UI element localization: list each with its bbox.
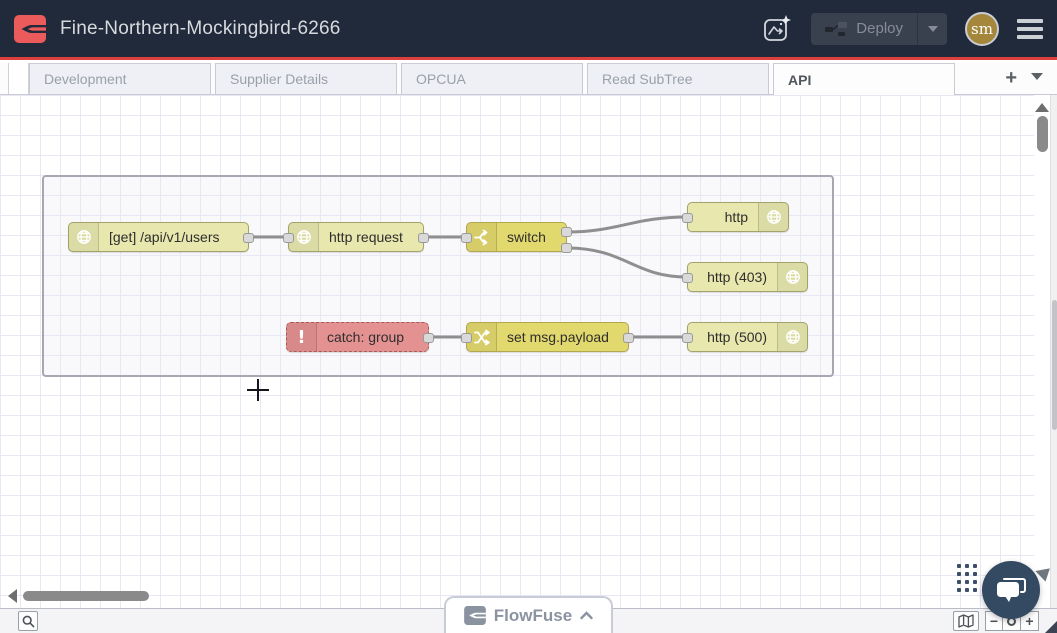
globe-icon xyxy=(289,223,319,251)
canvas-horizontal-scrollbar[interactable] xyxy=(8,589,1028,603)
input-port[interactable] xyxy=(283,233,294,243)
flowfuse-gray-logo-icon xyxy=(463,606,486,625)
tab-api[interactable]: API xyxy=(773,63,955,95)
node-label: http (500) xyxy=(707,329,767,345)
scroll-up-icon[interactable] xyxy=(1035,103,1049,112)
chevron-up-icon xyxy=(580,611,593,620)
node-http-request[interactable]: http request xyxy=(283,222,429,252)
globe-icon xyxy=(69,223,99,251)
input-port[interactable] xyxy=(682,213,693,223)
flowfuse-brand-label: FlowFuse xyxy=(493,605,573,625)
main-menu-icon[interactable] xyxy=(1017,15,1043,43)
node-label: http (403) xyxy=(707,269,767,285)
node-http-response-500[interactable]: http (500) xyxy=(682,322,808,352)
input-port[interactable] xyxy=(682,333,693,343)
page-scrollbar[interactable] xyxy=(1050,95,1057,633)
tab-development[interactable]: Development xyxy=(29,63,211,94)
page-scroll-thumb[interactable] xyxy=(1052,300,1057,430)
instance-title: Fine-Northern-Mockingbird-6266 xyxy=(60,17,341,39)
node-change[interactable]: set msg.payload xyxy=(461,322,634,352)
header: Fine-Northern-Mockingbird-6266 Deploy xyxy=(0,0,1057,60)
ai-assistant-icon[interactable] xyxy=(761,13,793,45)
change-icon xyxy=(467,323,497,351)
scroll-left-icon[interactable] xyxy=(8,589,17,603)
resize-grip-icon[interactable] xyxy=(1045,621,1057,633)
node-http-in[interactable]: [get] /api/v1/users xyxy=(68,222,254,252)
output-port[interactable] xyxy=(418,233,429,243)
workspace-tab-bar: Development Supplier Details OPCUA Read … xyxy=(0,63,1057,95)
chevron-down-icon xyxy=(927,25,938,32)
chat-drag-handle[interactable] xyxy=(957,564,977,592)
globe-icon xyxy=(777,263,807,291)
node-label: set msg.payload xyxy=(507,329,609,345)
globe-icon xyxy=(777,323,807,351)
flowfuse-badge[interactable]: FlowFuse xyxy=(444,596,613,633)
node-label: http xyxy=(724,209,748,225)
flow-list-chevron-icon[interactable] xyxy=(1031,72,1043,80)
tab-opcua[interactable]: OPCUA xyxy=(401,63,583,94)
tab-supplier-details[interactable]: Supplier Details xyxy=(215,63,397,94)
add-flow-button[interactable]: + xyxy=(1005,67,1017,89)
input-port[interactable] xyxy=(682,273,693,283)
search-icon xyxy=(22,615,35,628)
input-port[interactable] xyxy=(461,333,472,343)
node-label: [get] /api/v1/users xyxy=(109,229,220,245)
output-port-1[interactable] xyxy=(561,227,572,237)
node-catch[interactable]: ! catch: group xyxy=(286,322,434,352)
tab-read-subtree[interactable]: Read SubTree xyxy=(587,63,769,94)
globe-icon xyxy=(758,203,788,231)
node-http-response[interactable]: http xyxy=(682,202,789,232)
node-label: switch xyxy=(507,229,546,245)
map-icon xyxy=(958,614,974,628)
deploy-button[interactable]: Deploy xyxy=(811,12,947,45)
canvas-vertical-scrollbar[interactable] xyxy=(1034,95,1050,608)
user-avatar[interactable]: sm xyxy=(965,11,999,46)
output-port[interactable] xyxy=(623,333,634,343)
vertical-scroll-thumb[interactable] xyxy=(1036,116,1048,152)
output-port[interactable] xyxy=(423,333,434,343)
cursor-crosshair xyxy=(247,379,269,401)
node-label: http request xyxy=(329,229,403,245)
chat-bubbles-icon xyxy=(997,577,1026,602)
flow-canvas[interactable]: [get] /api/v1/users http request switch xyxy=(0,95,1034,608)
horizontal-scroll-thumb[interactable] xyxy=(23,591,149,601)
navigator-button[interactable] xyxy=(953,611,979,631)
chat-button[interactable] xyxy=(982,561,1040,619)
deploy-nodes-icon xyxy=(825,21,848,36)
alert-icon: ! xyxy=(287,323,317,351)
node-label: catch: group xyxy=(327,329,405,345)
node-http-response-403[interactable]: http (403) xyxy=(682,262,808,292)
tab-scroll-left-area[interactable] xyxy=(8,63,29,94)
node-switch[interactable]: switch xyxy=(461,222,572,253)
switch-icon xyxy=(467,223,497,251)
output-port-2[interactable] xyxy=(561,243,572,253)
search-button[interactable] xyxy=(18,611,38,631)
input-port[interactable] xyxy=(461,233,472,243)
deploy-options-button[interactable] xyxy=(917,12,947,45)
deploy-label: Deploy xyxy=(856,20,903,37)
output-port[interactable] xyxy=(243,233,254,243)
flowfuse-logo-icon[interactable] xyxy=(14,14,46,43)
